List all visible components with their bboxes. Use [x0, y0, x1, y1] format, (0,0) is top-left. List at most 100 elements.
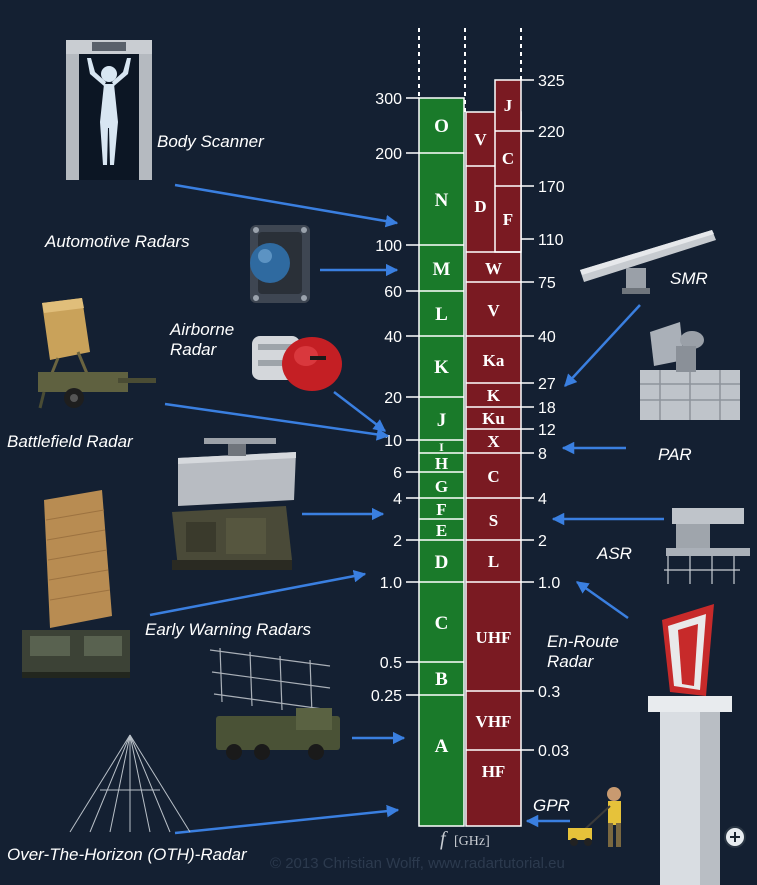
nato-band-column [418, 97, 465, 827]
right-tick-label: 0.3 [538, 684, 560, 701]
mobile-radar-icon [172, 438, 296, 570]
ieee-band-letter: Ka [483, 351, 505, 370]
ieee-band-letter: V [487, 301, 500, 320]
gpr-label: GPR [533, 796, 570, 815]
ieee-band-letter: S [489, 511, 498, 530]
ieee-band-letter: L [488, 552, 499, 571]
right-tick-label: 1.0 [538, 575, 560, 592]
left-tick-label: 20 [384, 390, 402, 407]
right-tick-label: 8 [538, 446, 547, 463]
nato-band-letter: N [435, 190, 449, 211]
nato-band-letter: J [437, 410, 447, 431]
ieee-band-letter: W [485, 259, 502, 278]
automotive-radar-icon [250, 225, 310, 303]
ground-penetrating-radar-icon [568, 787, 621, 847]
precision-approach-radar-icon [640, 322, 740, 420]
arrow-early-warning [149, 569, 367, 617]
left-tick-marks [406, 97, 419, 696]
right-tick-label: 27 [538, 376, 556, 393]
left-tick-label: 0.25 [371, 688, 402, 705]
ieee-band-letter: X [487, 432, 500, 451]
body-scanner-icon [66, 40, 152, 180]
nato-band-letter: B [435, 669, 448, 690]
battlefield-radar-label: Battlefield Radar [7, 432, 133, 451]
left-tick-label: 60 [384, 284, 402, 301]
ieee-band-letter: Ku [482, 409, 505, 428]
surface-movement-radar-icon [580, 230, 716, 294]
nato-band-letter: I [439, 440, 444, 454]
arrows [149, 183, 664, 835]
early-warning-radars-label: Early Warning Radars [145, 620, 311, 639]
early-warning-radar-icon [22, 490, 130, 678]
left-tick-label: 0.5 [380, 655, 402, 672]
nato-band-letter: E [436, 521, 447, 540]
left-tick-label: 4 [393, 491, 402, 508]
top-dashed-lines [418, 28, 522, 112]
axis-unit-label: [GHz] [454, 834, 490, 849]
ieee-band-letter: C [487, 467, 499, 486]
smr-label: SMR [670, 269, 708, 288]
ieee-band-letter: C [502, 149, 514, 168]
nato-band-letter: L [435, 304, 448, 325]
oth-radar-mast-icon [69, 734, 191, 833]
ieee-band-dividers [466, 130, 521, 751]
right-tick-labels: 325 220 170 110 75 40 27 18 12 8 4 2 1.0… [538, 73, 569, 760]
nato-band-letter: G [435, 477, 448, 496]
right-tick-label: 170 [538, 179, 565, 196]
right-tick-label: 4 [538, 491, 547, 508]
nato-band-dividers [419, 152, 464, 696]
arrow-oth [174, 804, 400, 835]
arrow-airborne [333, 391, 386, 432]
right-tick-marks [521, 79, 534, 751]
nato-band-letter: K [434, 357, 449, 378]
copyright-watermark: © 2013 Christian Wolff, www.radartutoria… [270, 855, 565, 872]
ieee-band-letter: UHF [476, 628, 512, 647]
airborne-radar-icon [252, 336, 342, 391]
right-tick-label: 12 [538, 422, 556, 439]
automotive-radars-label: Automotive Radars [45, 232, 190, 251]
airport-surveillance-radar-icon [664, 508, 750, 584]
nato-band-letter: M [433, 259, 451, 280]
en-route-radar-label-line1: En-Route [547, 632, 619, 651]
left-tick-label: 6 [393, 465, 402, 482]
par-label: PAR [658, 445, 692, 464]
body-scanner-label: Body Scanner [157, 132, 264, 151]
arrow-battlefield [164, 402, 390, 441]
en-route-radar-label-line2: Radar [547, 652, 594, 671]
ieee-band-letter: K [487, 386, 501, 405]
ieee-band-letter: F [503, 210, 513, 229]
left-tick-labels: 300 200 100 60 40 20 10 6 4 2 1.0 0.5 0.… [371, 91, 402, 705]
right-tick-label: 110 [538, 232, 564, 249]
nato-band-letter: H [435, 454, 448, 473]
zoom-in-button[interactable] [724, 826, 746, 848]
battlefield-radar-icon [38, 298, 156, 409]
left-tick-label: 200 [375, 146, 402, 163]
ieee-band-letter: VHF [476, 712, 512, 731]
en-route-radar-tower-icon [648, 604, 732, 885]
axis-unit-symbol: f [440, 828, 448, 850]
left-tick-label: 1.0 [380, 575, 402, 592]
ieee-band-letter: J [504, 96, 513, 115]
left-tick-label: 40 [384, 329, 402, 346]
airborne-radar-label-line2: Radar [170, 340, 217, 359]
ieee-band-letters: J V C D F W V Ka K Ku X C S L UHF VHF HF [474, 96, 514, 781]
left-tick-label: 2 [393, 533, 402, 550]
nato-band-letter: A [435, 736, 449, 757]
ieee-band-letter: D [474, 197, 486, 216]
ieee-band-letter: V [474, 130, 487, 149]
antenna-array-truck-icon [209, 647, 340, 760]
right-tick-label: 40 [538, 329, 556, 346]
right-tick-label: 0.03 [538, 743, 569, 760]
nato-band-letter: C [435, 613, 449, 634]
airborne-radar-label-line1: Airborne [170, 320, 235, 339]
nato-band-letter: D [435, 552, 449, 573]
right-tick-label: 75 [538, 275, 556, 292]
left-tick-label: 300 [375, 91, 402, 108]
arrow-en-route [575, 580, 629, 620]
left-tick-label: 100 [375, 238, 402, 255]
nato-band-letters: O N M L K J I H G F E D C B A [433, 116, 451, 757]
arrow-body-scanner [174, 183, 399, 228]
asr-label: ASR [597, 544, 632, 563]
